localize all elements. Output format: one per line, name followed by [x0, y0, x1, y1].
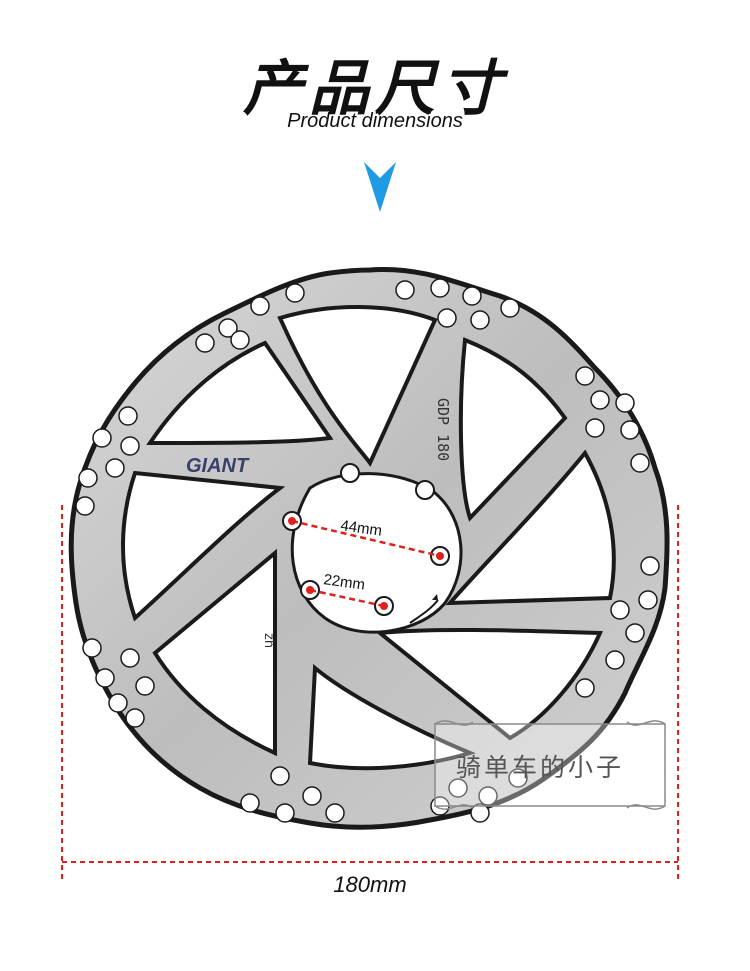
brake-rotor-figure: GIANT GDP 180 zh 44mm 22mm — [68, 266, 670, 830]
rotor-window — [445, 449, 616, 606]
rotor-hub — [290, 472, 463, 634]
rotor-window — [458, 337, 568, 522]
rotor-brand: GIANT — [186, 455, 250, 477]
rotor-window — [307, 663, 476, 771]
rotor-window — [146, 340, 334, 446]
bolt-hole — [415, 480, 435, 500]
dimension-22mm: 22mm — [306, 571, 388, 610]
page-subtitle: Product dimensions — [287, 110, 463, 132]
dim-44-label: 44mm — [339, 517, 383, 540]
rotor-window — [277, 305, 438, 467]
page-title: 产品尺寸 — [243, 54, 507, 124]
overall-dimension-label: 180mm — [333, 872, 407, 897]
rotor-window — [152, 548, 278, 757]
bolt-hole — [340, 463, 360, 483]
chevron-down-icon — [364, 162, 396, 212]
rotor-mark: zh — [261, 633, 276, 648]
rotor-model: GDP 180 — [434, 398, 452, 461]
dim-22-label: 22mm — [322, 571, 366, 594]
watermark-text: 骑单车的小子 — [456, 753, 625, 782]
watermark-frame — [434, 720, 666, 810]
rotation-arrow-icon — [409, 599, 439, 624]
dimension-44mm: 44mm — [288, 517, 444, 560]
rotor-window — [121, 470, 286, 622]
